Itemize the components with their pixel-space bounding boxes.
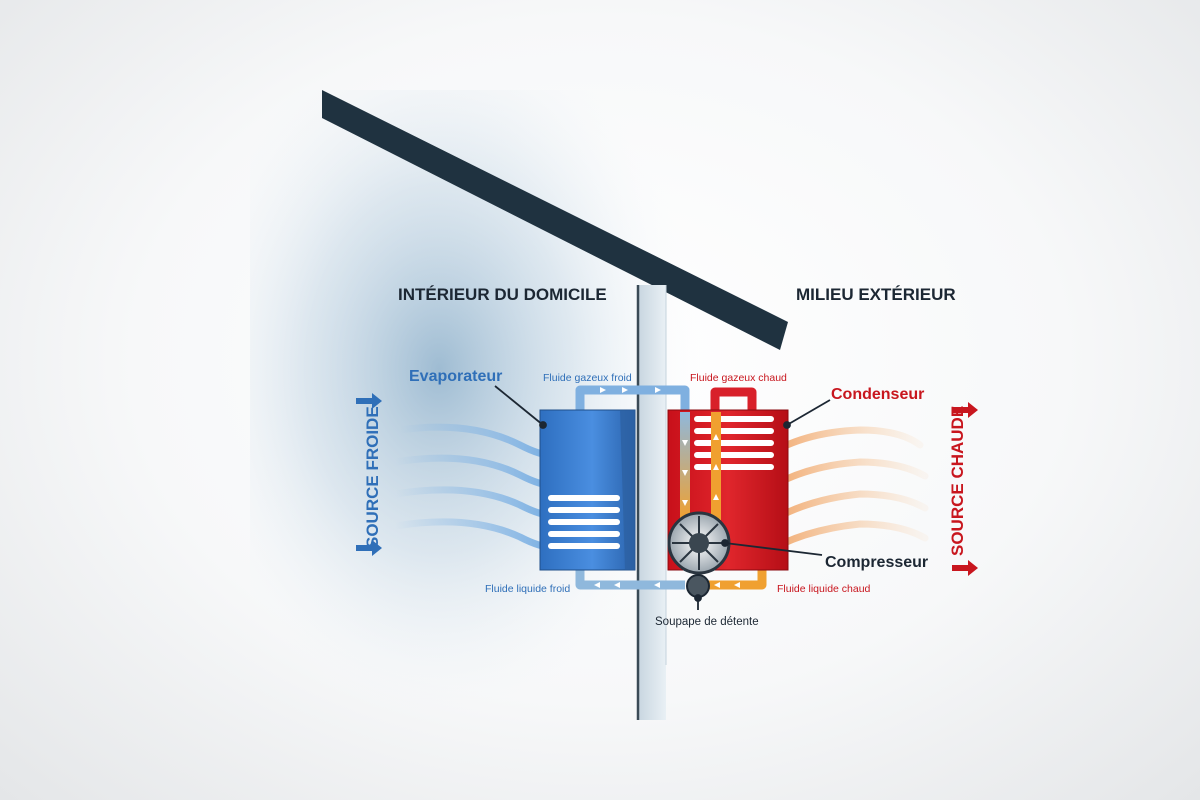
roof xyxy=(322,90,788,350)
cold-source-indicator: SOURCE FROIDE xyxy=(356,393,382,556)
compressor-label: Compresseur xyxy=(825,554,928,571)
cold-gas-label: Fluide gazeux froid xyxy=(543,372,632,384)
interior-zone-title: INTÉRIEUR DU DOMICILE xyxy=(398,285,607,304)
cold-source-label: SOURCE FROIDE xyxy=(363,406,382,548)
evaporator-unit xyxy=(539,409,636,571)
callout-lines xyxy=(494,385,831,610)
cold-liquid-label: Fluide liquide froid xyxy=(485,583,570,595)
hot-source-arrow-top-icon xyxy=(968,402,978,418)
exterior-zone-title: MILIEU EXTÉRIEUR xyxy=(796,285,956,304)
expansion-valve-label: Soupape de détente xyxy=(655,616,759,628)
hot-source-indicator: SOURCE CHAUDE xyxy=(948,402,978,576)
expansion-valve-icon xyxy=(686,574,710,598)
compressor-icon xyxy=(667,511,731,575)
evaporator-label: Evaporateur xyxy=(409,368,502,385)
hot-source-label: SOURCE CHAUDE xyxy=(948,406,967,556)
condenser-label: Condenseur xyxy=(831,386,924,403)
cold-source-arrow-top-icon xyxy=(372,393,382,409)
hot-source-arrow-bottom-icon xyxy=(968,560,978,576)
hot-liquid-label: Fluide liquide chaud xyxy=(777,583,871,595)
hot-gas-label: Fluide gazeux chaud xyxy=(690,372,787,384)
wall xyxy=(638,285,666,720)
cold-source-arrow-bottom-icon xyxy=(372,540,382,556)
